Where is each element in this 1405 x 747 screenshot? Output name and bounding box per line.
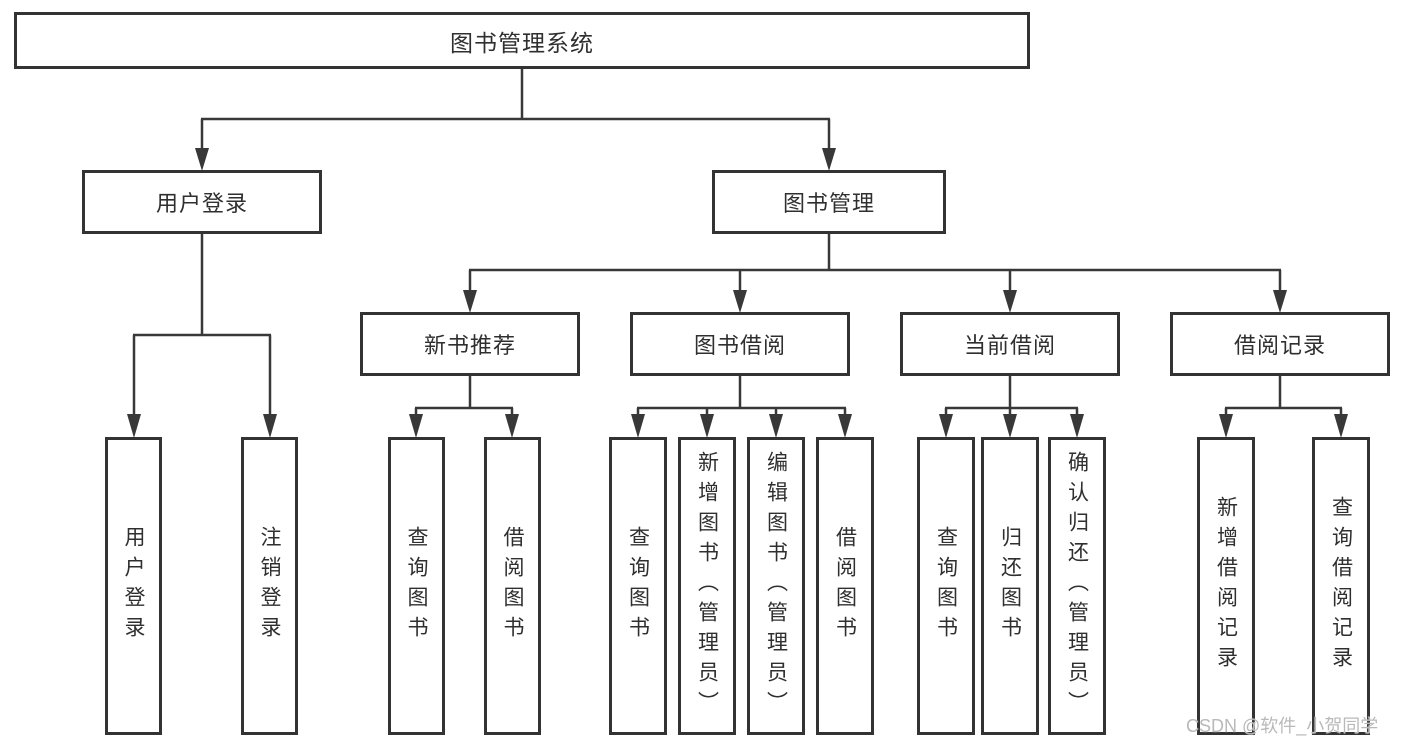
- node-add-books-admin: 新增图书（管理员）: [678, 437, 736, 735]
- node-label: 借阅图书: [501, 526, 524, 646]
- node-label: 新增借阅记录: [1214, 496, 1238, 676]
- node-query-borrow-record: 查询借阅记录: [1312, 437, 1370, 735]
- node-label: 查询借阅记录: [1329, 496, 1353, 676]
- node-label: 编辑图书（管理员）: [764, 451, 788, 721]
- node-label: 查询图书: [405, 526, 428, 646]
- node-new-book-recommend: 新书推荐: [360, 312, 580, 376]
- node-query-books-2: 查询图书: [609, 437, 667, 735]
- node-confirm-return-admin: 确认归还（管理员）: [1048, 437, 1106, 735]
- node-borrow-books-2: 借阅图书: [816, 437, 874, 735]
- node-label: 新书推荐: [423, 333, 516, 358]
- node-label: 用户登录: [155, 191, 248, 216]
- node-label: 用户登录: [122, 526, 145, 646]
- node-label: 图书管理系统: [450, 29, 594, 56]
- node-label: 图书管理: [782, 191, 875, 216]
- csdn-watermark: CSDN @软件_小贺同学: [1186, 716, 1379, 736]
- node-label: 注销登录: [258, 526, 281, 646]
- node-book-borrowing: 图书借阅: [630, 312, 850, 376]
- node-edit-books-admin: 编辑图书（管理员）: [747, 437, 805, 735]
- node-label: 确认归还（管理员）: [1065, 451, 1089, 721]
- node-current-borrowing: 当前借阅: [900, 312, 1120, 376]
- node-borrowing-records: 借阅记录: [1170, 312, 1390, 376]
- node-borrow-books: 借阅图书: [484, 437, 541, 735]
- node-label: 查询图书: [934, 526, 958, 646]
- node-label: 当前借阅: [963, 333, 1056, 358]
- node-user-login-leaf: 用户登录: [105, 437, 162, 735]
- node-label: 新增图书（管理员）: [695, 451, 719, 721]
- node-add-borrow-record: 新增借阅记录: [1197, 437, 1255, 735]
- node-label: 图书借阅: [693, 333, 786, 358]
- node-query-books: 查询图书: [388, 437, 445, 735]
- arrowhead-icons: [127, 148, 1348, 438]
- node-return-books: 归还图书: [981, 437, 1039, 735]
- node-label: 查询图书: [626, 526, 650, 646]
- node-query-books-3: 查询图书: [917, 437, 975, 735]
- node-label: 归还图书: [998, 526, 1022, 646]
- node-user-login: 用户登录: [82, 170, 322, 234]
- node-logout: 注销登录: [241, 437, 298, 735]
- node-label: 借阅记录: [1233, 333, 1326, 358]
- node-label: 借阅图书: [833, 526, 857, 646]
- node-book-management: 图书管理: [712, 170, 946, 234]
- node-library-management-system: 图书管理系统: [14, 12, 1030, 69]
